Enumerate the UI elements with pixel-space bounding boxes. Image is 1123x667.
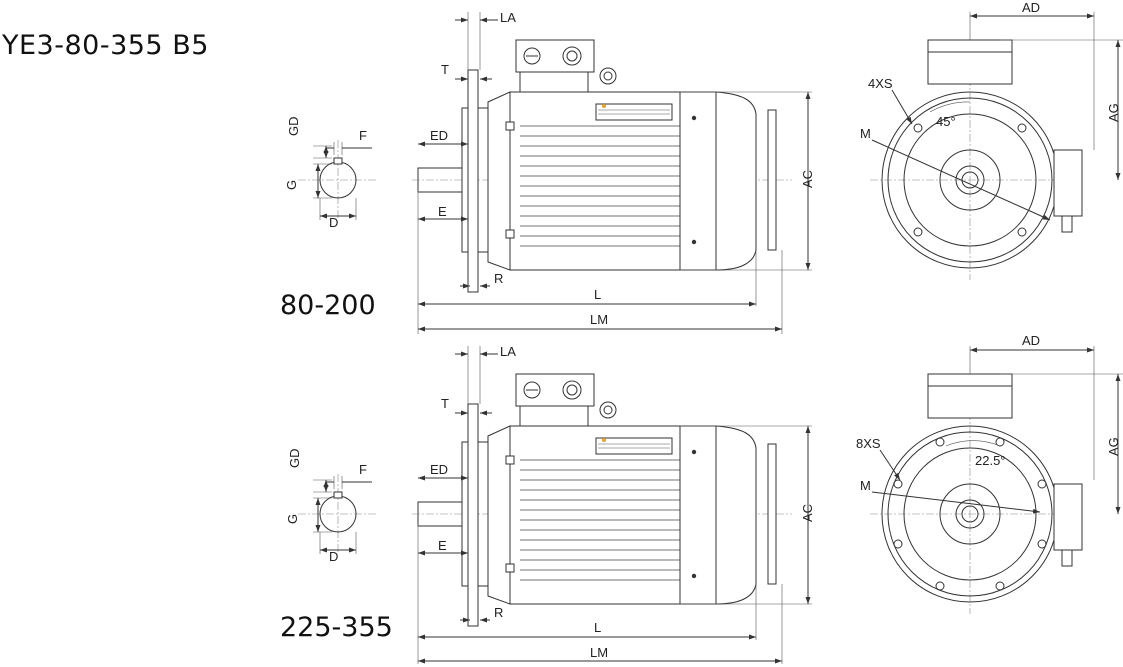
dim-g-2: G [285,514,300,524]
dim-d-2: D [329,549,338,564]
dim-gd: GD [286,117,301,137]
motor-side-view-small [411,39,793,293]
dim-m-2: M [860,478,871,493]
dim-ac: AC [800,170,815,188]
dim-r-2: R [494,605,503,620]
dim-l-2: L [594,620,601,635]
dim-ag-2: AG [1106,437,1121,456]
dim-ac-2: AC [800,504,815,522]
label-holes-large: 8XS [856,436,881,451]
motor-end-view-small [869,39,1083,281]
dim-la: LA [500,10,516,25]
dim-lm: LM [590,312,608,327]
dim-e-2: E [438,538,447,553]
range-label-small: 80-200 [280,290,376,321]
motor-side-view-large [411,373,793,627]
dim-ad: AD [1022,0,1040,15]
dim-t-2: T [441,396,449,411]
dim-m: M [860,126,871,141]
angle-label-large: 22.5° [975,453,1006,468]
dim-ad-2: AD [1022,333,1040,348]
dim-g: G [284,180,299,190]
key-section-large [298,474,378,554]
range-label-large: 225-355 [280,612,393,643]
dim-r: R [494,271,503,286]
motor-end-view-large [869,373,1083,615]
dim-ed-2: ED [430,462,448,477]
dim-d: D [329,215,338,230]
dim-l: L [594,287,601,302]
angle-label-small: 45° [936,114,956,129]
dim-la-2: LA [500,344,516,359]
dim-ag: AG [1106,103,1121,122]
label-holes-small: 4XS [868,76,893,91]
dim-e: E [438,204,447,219]
dim-lm-2: LM [590,645,608,660]
dim-ed: ED [430,128,448,143]
dim-f: F [359,128,367,143]
dim-gd-2: GD [287,449,302,469]
dim-f-2: F [359,462,367,477]
dim-t: T [441,62,449,77]
key-section-small [298,140,378,220]
drawing-title: YE3-80-355 B5 [2,30,209,61]
